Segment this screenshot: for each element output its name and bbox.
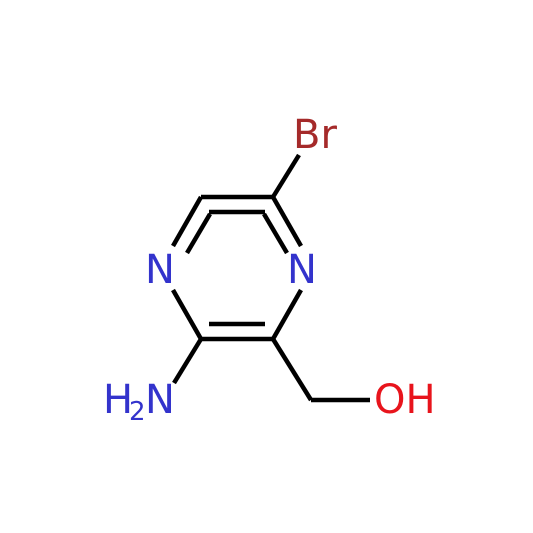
bond-c2-nh2	[172, 337, 203, 385]
bromine-label: Br	[293, 112, 337, 158]
bond-c5-n4-inner	[262, 212, 289, 255]
bond-n1-c6	[171, 195, 203, 248]
amino-subscript: 2	[129, 397, 146, 427]
bond-n4-c3	[271, 288, 303, 341]
amino-h-label: H	[103, 377, 133, 423]
atom-labels: Br N N H 2 N OH	[103, 112, 436, 427]
bond-c5-n4	[271, 195, 303, 248]
bond-n1-c6-inner	[185, 212, 212, 255]
bond-c5-br	[271, 153, 301, 199]
hydroxyl-label: OH	[374, 377, 436, 423]
bond-c3-ch2	[271, 337, 313, 402]
bond-c2-n1	[171, 288, 203, 341]
nitrogen-left-label: N	[145, 247, 175, 293]
amino-n-label: N	[145, 377, 175, 423]
bonds	[171, 153, 370, 403]
nitrogen-right-label: N	[287, 247, 317, 293]
